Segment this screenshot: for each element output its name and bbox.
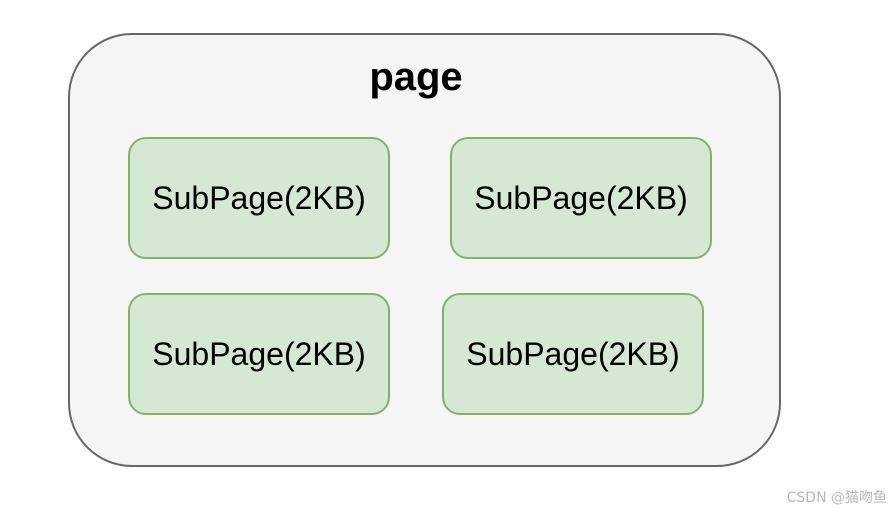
- subpage-box-1: SubPage(2KB): [128, 137, 390, 259]
- watermark-text: CSDN @猫吻鱼: [786, 490, 887, 506]
- page-title: page: [369, 55, 463, 99]
- subpage-box-2: SubPage(2KB): [450, 137, 712, 259]
- subpage-box-3: SubPage(2KB): [128, 293, 390, 415]
- subpage-box-4: SubPage(2KB): [442, 293, 704, 415]
